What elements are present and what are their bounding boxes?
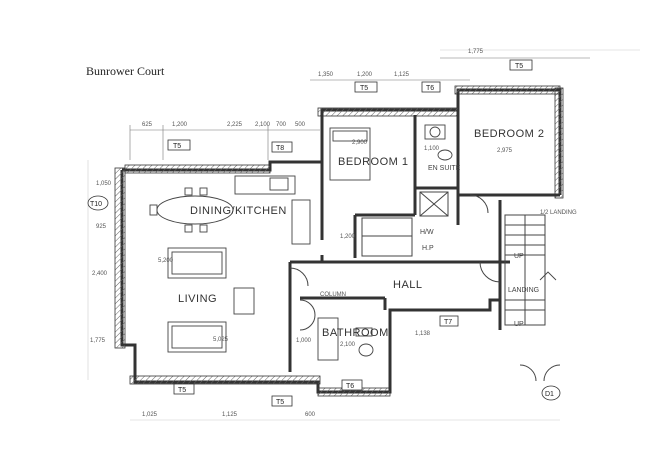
door-swings bbox=[289, 194, 561, 382]
dim-500: 500 bbox=[295, 122, 306, 128]
tag-t5-top: T5 bbox=[515, 63, 523, 70]
tag-t10: T10 bbox=[90, 201, 102, 208]
kitchen-units bbox=[234, 175, 311, 245]
tag-t5-left: T5 bbox=[173, 143, 181, 150]
label-landing: LANDING bbox=[508, 287, 539, 294]
dim-1050: 1,050 bbox=[96, 181, 112, 187]
dim-1200b: 1,200 bbox=[172, 122, 188, 128]
dim-2100: 2,100 bbox=[255, 122, 271, 128]
tag-t6-bottom: T6 bbox=[346, 383, 354, 390]
tag-t5-bottom-1: T5 bbox=[178, 387, 186, 394]
dim-1125b: 1,125 bbox=[222, 412, 238, 418]
label-up-2: UP bbox=[514, 321, 524, 328]
label-hw: H/W bbox=[420, 229, 434, 236]
dim-1350: 1,350 bbox=[318, 72, 334, 78]
tag-t6-top: T6 bbox=[426, 85, 434, 92]
dim-1100: 1,100 bbox=[424, 146, 440, 152]
ensuite-fixtures bbox=[424, 124, 453, 161]
dim-1200c: 1,200 bbox=[340, 234, 356, 240]
dim-1138: 1,138 bbox=[415, 331, 431, 337]
dim-5025: 5,025 bbox=[213, 337, 229, 343]
dim-5200: 5,200 bbox=[158, 258, 174, 264]
living-furniture bbox=[167, 247, 255, 353]
label-column: COLUMN bbox=[320, 292, 346, 298]
dim-1200: 1,200 bbox=[357, 72, 373, 78]
top-dimension-chain bbox=[129, 57, 590, 160]
label-half-landing: 1/2 LANDING bbox=[540, 210, 577, 216]
stair bbox=[504, 214, 557, 326]
label-hall: HALL bbox=[393, 279, 423, 291]
dim-2225: 2,225 bbox=[227, 122, 243, 128]
dimension-texts: 1,775 1,350 1,200 1,125 625 1,200 2,225 … bbox=[90, 49, 513, 418]
cupboards bbox=[361, 191, 449, 257]
dim-1775-top: 1,775 bbox=[468, 49, 484, 55]
label-living: LIVING bbox=[178, 293, 217, 305]
page-title: Bunrower Court bbox=[86, 64, 165, 78]
tag-t5-b1: T5 bbox=[360, 85, 368, 92]
label-bedroom1: BEDROOM 1 bbox=[338, 156, 409, 168]
bathroom-fixtures bbox=[317, 317, 374, 361]
dim-2975: 2,975 bbox=[497, 148, 513, 154]
background-marks bbox=[87, 49, 640, 421]
label-bedroom2: BEDROOM 2 bbox=[474, 128, 545, 140]
dim-1125: 1,125 bbox=[394, 72, 410, 78]
tag-t5-bottom-2: T5 bbox=[276, 399, 284, 406]
tag-d1: D1 bbox=[545, 391, 554, 398]
dim-700: 700 bbox=[276, 122, 287, 128]
dining-table bbox=[149, 187, 234, 233]
label-ensuite: EN SUITE bbox=[428, 165, 461, 172]
window-tags: T5 T6 T5 T5 T8 T10 T7 T5 T5 T6 D1 bbox=[87, 59, 561, 407]
dim-625: 625 bbox=[142, 122, 153, 128]
tag-t8: T8 bbox=[276, 145, 284, 152]
bedroom1-bed bbox=[329, 127, 371, 181]
dim-925: 925 bbox=[96, 224, 107, 230]
label-hp: H.P bbox=[422, 245, 434, 252]
dim-1775-left: 1,775 bbox=[90, 338, 106, 344]
dim-2400: 2,400 bbox=[92, 271, 108, 277]
dim-1025: 1,025 bbox=[142, 412, 158, 418]
tag-t7: T7 bbox=[444, 319, 452, 326]
label-dining-kitchen: DINING/KITCHEN bbox=[190, 205, 287, 217]
dim-2900: 2,900 bbox=[352, 140, 368, 146]
label-up-1: UP bbox=[514, 253, 524, 260]
internal-walls bbox=[288, 110, 560, 372]
dim-600: 600 bbox=[305, 412, 316, 418]
dim-2100b: 2,100 bbox=[340, 342, 356, 348]
dim-1000: 1,000 bbox=[296, 338, 312, 344]
label-bathroom: BATHROOM bbox=[322, 327, 389, 339]
